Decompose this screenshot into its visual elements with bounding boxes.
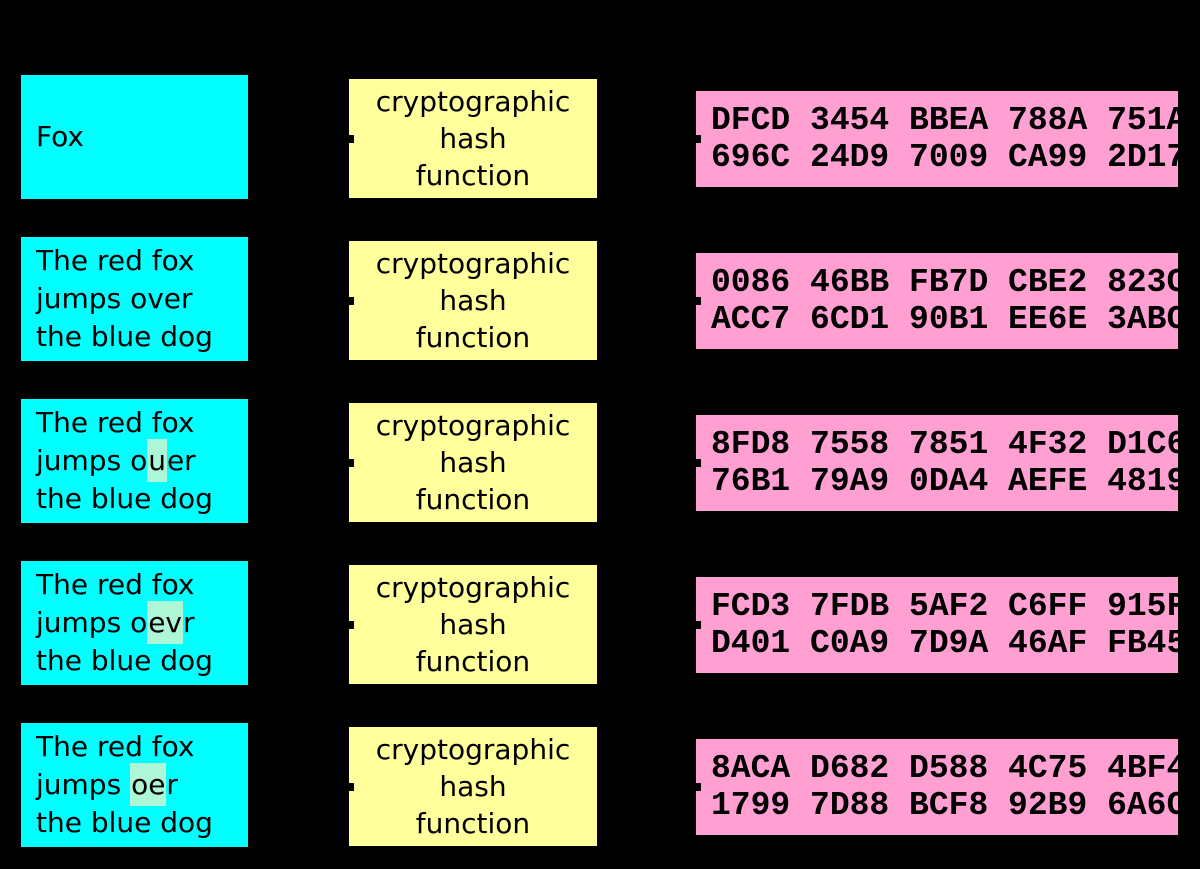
hash-box-label: function: [415, 321, 531, 354]
hash-box-label: hash: [439, 122, 507, 155]
digest-box: FCD3 7FDB 5AF2 C6FF 915F D401 C0A9 7D9A …: [696, 577, 1178, 673]
digest-text-line: 1799 7D88 BCF8 92B9 6A6C: [711, 787, 1178, 824]
hash-row: The red fox jumps oevr the blue dog cryp…: [0, 561, 1200, 726]
hash-box-label: hash: [439, 608, 507, 641]
input-text-line: the blue dog: [36, 480, 248, 518]
input-text-line: the blue dog: [36, 318, 248, 356]
hash-function-box: cryptographic hash function: [349, 79, 597, 198]
changed-text-highlight: ev: [147, 601, 183, 644]
input-text-line: the blue dog: [36, 804, 248, 842]
arrowhead-icon: [349, 134, 354, 143]
hash-function-box: cryptographic hash function: [349, 727, 597, 846]
hash-row: The red fox jumps over the blue dog cryp…: [0, 237, 1200, 402]
input-text: the blue dog: [36, 320, 213, 353]
hash-box-label: function: [415, 645, 531, 678]
input-text-line: jumps ouer: [36, 439, 248, 482]
hash-box-label: hash: [439, 446, 507, 479]
digest-box: DFCD 3454 BBEA 788A 751A 696C 24D9 7009 …: [696, 91, 1178, 187]
hash-function-box: cryptographic hash function: [349, 241, 597, 360]
arrowhead-icon: [349, 458, 354, 467]
digest-box: 8ACA D682 D588 4C75 4BF4 1799 7D88 BCF8 …: [696, 739, 1178, 835]
changed-text-highlight: u: [147, 439, 167, 482]
hash-function-box: cryptographic hash function: [349, 403, 597, 522]
hash-box-label: cryptographic: [375, 571, 571, 604]
hash-box-label: cryptographic: [375, 409, 571, 442]
arrowhead-icon: [696, 783, 701, 791]
input-text: r: [183, 606, 195, 639]
input-text: er: [166, 444, 196, 477]
input-text-line: The red fox: [36, 566, 248, 604]
input-text: r: [166, 768, 178, 801]
input-text-line: the blue dog: [36, 642, 248, 680]
input-text: jumps over: [36, 282, 193, 315]
digest-text-line: ACC7 6CD1 90B1 EE6E 3ABC: [711, 301, 1178, 338]
input-text: jumps: [36, 768, 131, 801]
input-box: The red fox jumps over the blue dog: [21, 237, 248, 361]
hash-function-box: cryptographic hash function: [349, 565, 597, 684]
input-box: The red fox jumps oer the blue dog: [21, 723, 248, 847]
digest-text-line: 8FD8 7558 7851 4F32 D1C6: [711, 426, 1178, 463]
digest-box: 8FD8 7558 7851 4F32 D1C6 76B1 79A9 0DA4 …: [696, 415, 1178, 511]
input-text: the blue dog: [36, 644, 213, 677]
arrowhead-icon: [349, 782, 354, 791]
digest-text-line: 76B1 79A9 0DA4 AEFE 4819: [711, 463, 1178, 500]
arrowhead-icon: [696, 621, 701, 629]
input-text-line: jumps oevr: [36, 601, 248, 644]
arrowhead-icon: [696, 459, 701, 467]
digest-text-line: 0086 46BB FB7D CBE2 823C: [711, 264, 1178, 301]
input-text-line: The red fox: [36, 404, 248, 442]
input-text-line: The red fox: [36, 242, 248, 280]
input-text: The red fox: [36, 730, 195, 763]
input-box: The red fox jumps oevr the blue dog: [21, 561, 248, 685]
digest-text-line: 696C 24D9 7009 CA99 2D17: [711, 139, 1178, 176]
input-text-line: jumps over: [36, 280, 248, 318]
digest-box: 0086 46BB FB7D CBE2 823C ACC7 6CD1 90B1 …: [696, 253, 1178, 349]
digest-text-line: 8ACA D682 D588 4C75 4BF4: [711, 750, 1178, 787]
changed-text-highlight: oe: [130, 763, 167, 806]
input-text-line: The red fox: [36, 728, 248, 766]
hash-row: The red fox jumps ouer the blue dog cryp…: [0, 399, 1200, 564]
arrowhead-icon: [349, 296, 354, 305]
input-text: jumps o: [36, 444, 148, 477]
input-text: the blue dog: [36, 806, 213, 839]
digest-text-line: DFCD 3454 BBEA 788A 751A: [711, 102, 1178, 139]
hash-box-label: function: [415, 159, 531, 192]
hash-box-label: cryptographic: [375, 247, 571, 280]
hash-row: Fox cryptographic hash function DFCD 345…: [0, 75, 1200, 240]
input-text: jumps o: [36, 606, 148, 639]
hash-box-label: hash: [439, 284, 507, 317]
input-text: Fox: [36, 120, 84, 153]
input-text: The red fox: [36, 244, 195, 277]
hash-box-label: function: [415, 807, 531, 840]
hash-box-label: cryptographic: [375, 733, 571, 766]
input-text: The red fox: [36, 406, 195, 439]
arrowhead-icon: [696, 297, 701, 305]
arrowhead-icon: [696, 135, 701, 143]
input-text: The red fox: [36, 568, 195, 601]
input-text-line: jumps oer: [36, 763, 248, 806]
hash-box-label: function: [415, 483, 531, 516]
arrowhead-icon: [349, 620, 354, 629]
input-text-line: Fox: [36, 118, 248, 156]
input-text: the blue dog: [36, 482, 213, 515]
digest-text-line: D401 C0A9 7D9A 46AF FB45: [711, 625, 1178, 662]
input-box: Fox: [21, 75, 248, 199]
digest-text-line: FCD3 7FDB 5AF2 C6FF 915F: [711, 588, 1178, 625]
input-box: The red fox jumps ouer the blue dog: [21, 399, 248, 523]
hash-row: The red fox jumps oer the blue dog crypt…: [0, 723, 1200, 869]
hash-box-label: cryptographic: [375, 85, 571, 118]
hash-box-label: hash: [439, 770, 507, 803]
